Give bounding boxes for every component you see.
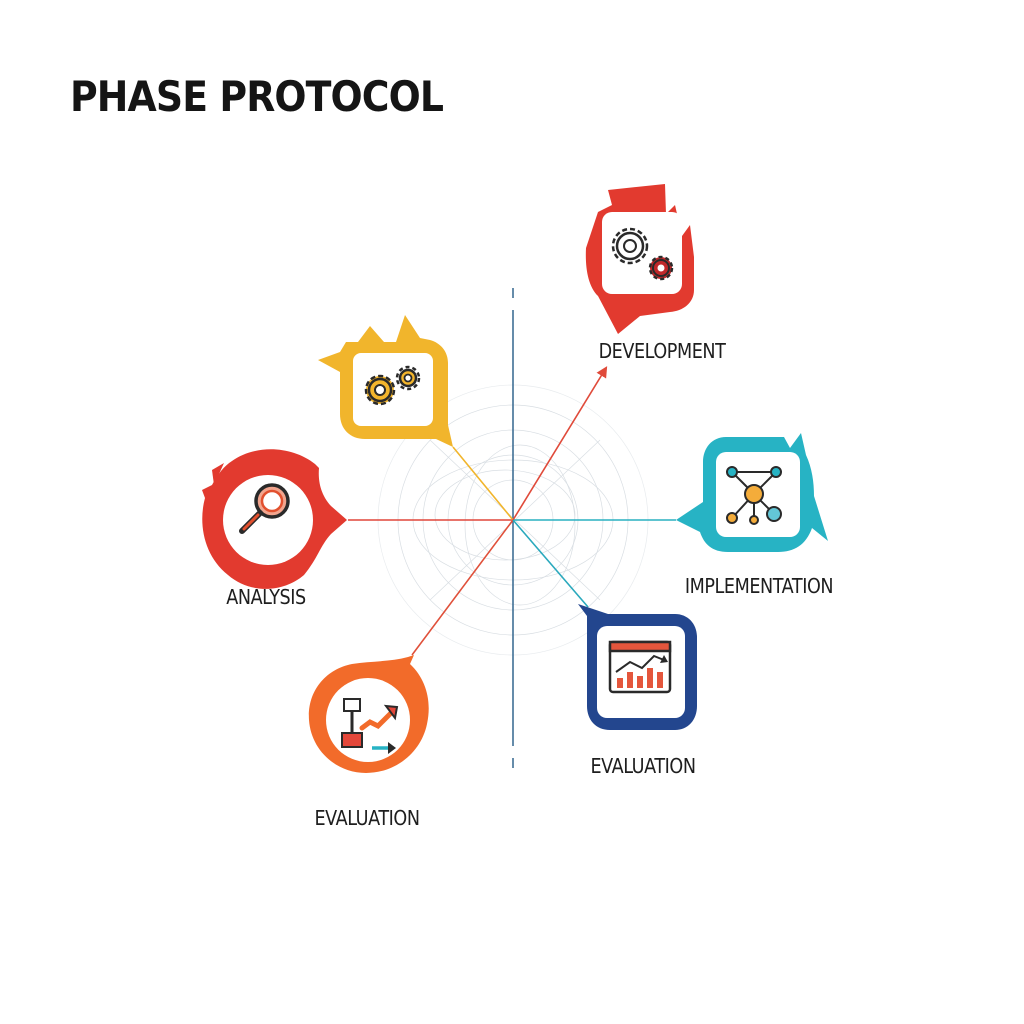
gears-cycle-icon	[611, 227, 674, 281]
magnifier-icon	[239, 483, 290, 534]
design-marker[interactable]	[318, 315, 453, 447]
evaluation-right-label: EVALUATION	[590, 754, 696, 778]
page-title: PHASE PROTOCOL	[70, 72, 444, 121]
development-marker[interactable]	[585, 184, 694, 334]
evaluation-right-marker[interactable]	[578, 604, 697, 730]
analysis-label: ANALYSIS	[226, 585, 306, 609]
development-label: DEVELOPMENT	[598, 339, 726, 363]
evaluation-left-label: EVALUATION	[314, 806, 420, 830]
evaluation-left-marker[interactable]	[308, 655, 429, 773]
gears-icon	[364, 365, 421, 406]
analysis-marker[interactable]	[202, 449, 347, 589]
network-icon	[726, 466, 782, 525]
implementation-label: IMPLEMENTATION	[684, 574, 834, 598]
implementation-marker[interactable]	[676, 433, 828, 552]
axes	[348, 288, 676, 768]
chart-window-icon	[608, 640, 672, 694]
flowchart-icon	[341, 698, 399, 754]
